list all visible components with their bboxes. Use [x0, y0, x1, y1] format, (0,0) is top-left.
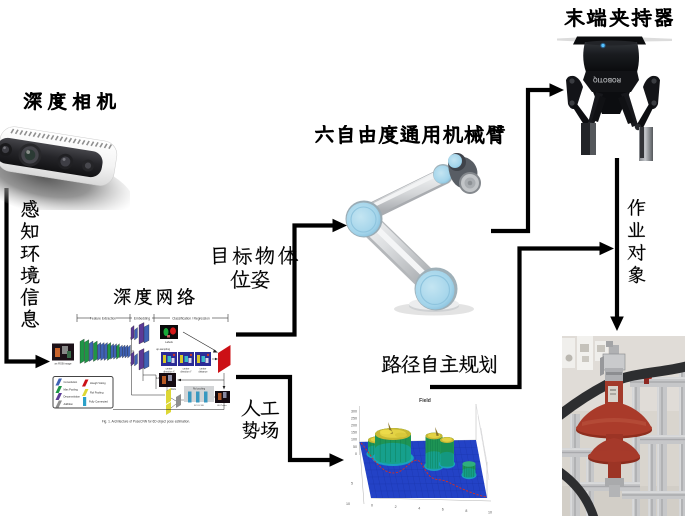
svg-text:center: center [183, 368, 190, 371]
svg-text:100: 100 [351, 438, 357, 442]
svg-text:Fig. 1. Architecture of Pose: Fig. 1. Architecture of PoseCNN for 6D o… [102, 420, 190, 424]
svg-text:150: 150 [351, 431, 357, 435]
svg-text:4: 4 [418, 506, 420, 510]
svg-text:10: 10 [488, 511, 492, 515]
svg-text:Fully Connected: Fully Connected [89, 400, 108, 404]
svg-text:Deconvolution: Deconvolution [64, 395, 81, 399]
svg-text:distance: distance [199, 371, 209, 374]
svg-text:direction Y: direction Y [180, 371, 192, 374]
svg-text:ROBOTIQ: ROBOTIQ [593, 76, 621, 82]
svg-text:250: 250 [351, 417, 357, 421]
svg-text:Classification / Regression: Classification / Regression [172, 317, 210, 321]
svg-text:Hough Voting: Hough Voting [90, 381, 106, 385]
svg-text:10: 10 [346, 502, 350, 506]
svg-text:Embedding: Embedding [134, 317, 150, 321]
svg-text:50: 50 [353, 445, 357, 449]
svg-text:5: 5 [351, 482, 353, 486]
svg-text:direction X: direction X [163, 371, 175, 374]
svg-text:RoIs: RoIs [171, 388, 177, 391]
svg-text:Field: Field [419, 398, 431, 404]
svg-text:2: 2 [395, 505, 397, 509]
svg-text:Labels: Labels [165, 340, 173, 344]
svg-text:Max Pooling: Max Pooling [64, 388, 79, 392]
svg-text:center: center [200, 368, 207, 371]
svg-text:6: 6 [442, 508, 444, 512]
svg-text:FC FC 6D: FC FC 6D [194, 405, 204, 407]
svg-text:0: 0 [355, 452, 357, 456]
svg-text:8: 8 [465, 509, 467, 513]
svg-text:0: 0 [371, 504, 373, 508]
svg-text:an RGB image: an RGB image [54, 362, 72, 366]
svg-text:6D Poses: 6D Poses [217, 405, 227, 407]
svg-text:up-sampling: up-sampling [156, 347, 171, 351]
svg-text:RoI Pooling: RoI Pooling [90, 391, 104, 395]
svg-text:RoI pooling: RoI pooling [193, 388, 206, 391]
svg-text:200: 200 [351, 424, 357, 428]
svg-text:Feature Extraction: Feature Extraction [90, 317, 116, 321]
svg-text:Convolution: Convolution [64, 380, 78, 384]
svg-text:Addition: Addition [64, 402, 74, 406]
svg-text:300: 300 [351, 410, 357, 414]
svg-text:center: center [166, 368, 173, 371]
